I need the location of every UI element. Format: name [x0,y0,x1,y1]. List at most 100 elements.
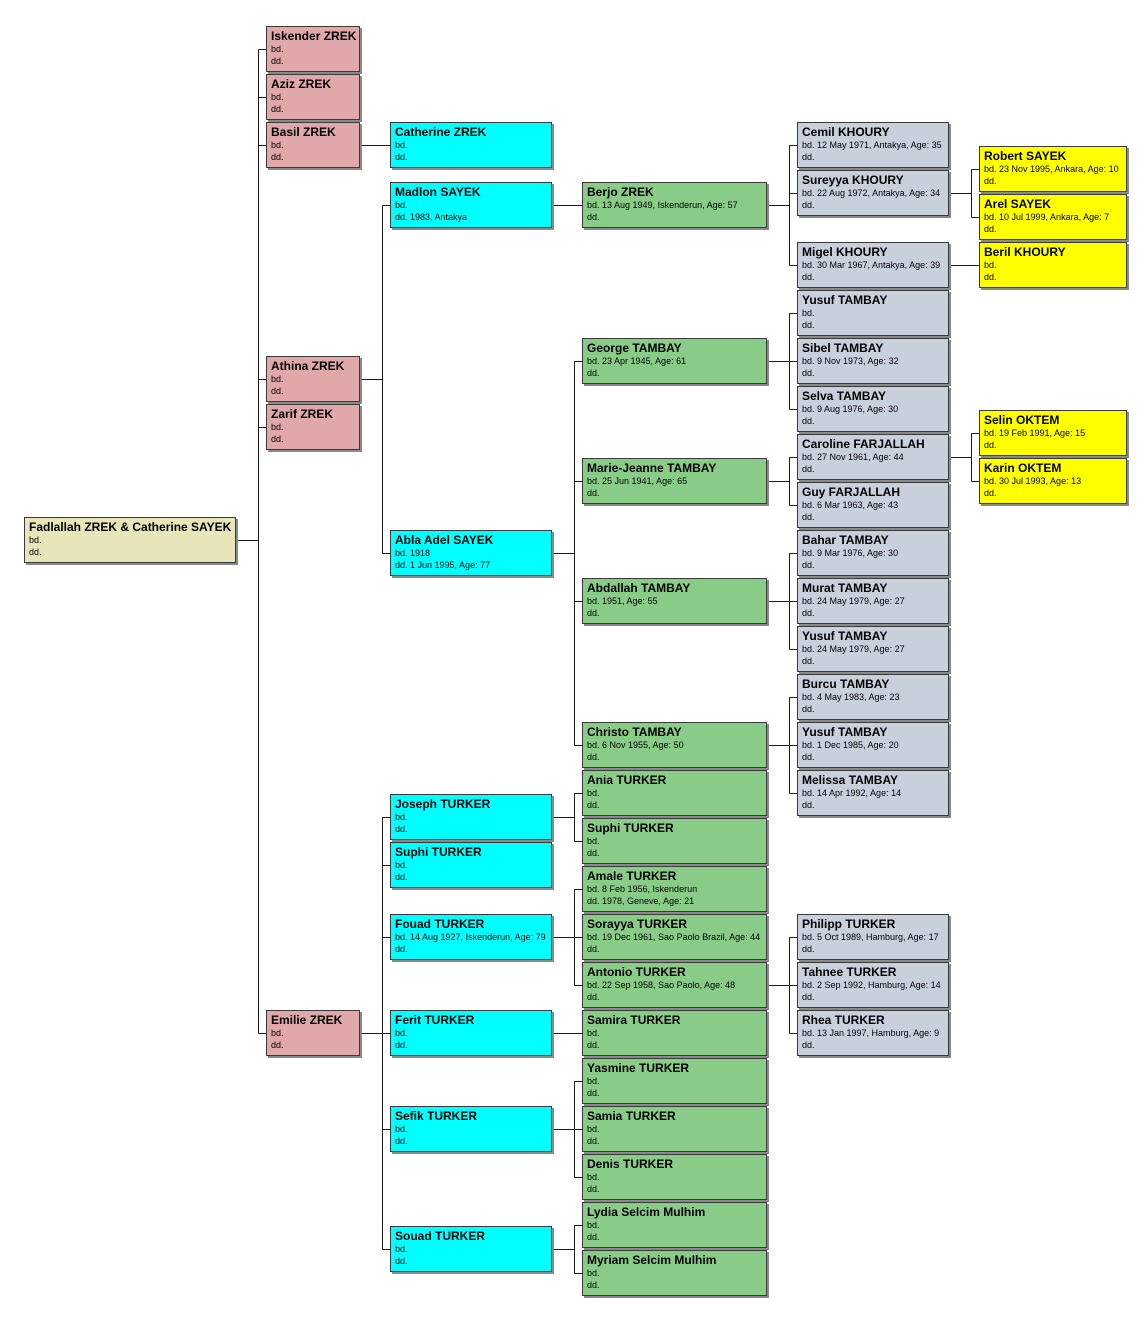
person-name: Souad TURKER [395,1229,485,1243]
death-date: dd. [984,224,997,234]
birth-date: bd. 1918 [395,548,431,558]
person-name: Basil ZREK [271,125,336,139]
death-date: dd. [395,1256,408,1266]
death-date: dd. [802,512,815,522]
death-date: dd. [802,656,815,666]
person-name: Athina ZREK [271,359,345,373]
death-date: dd. [271,386,284,396]
person-name: Berjo ZREK [587,185,654,199]
person-name: Marie-Jeanne TAMBAY [587,461,717,475]
death-date: dd. [395,152,408,162]
death-date: dd. [587,212,600,222]
death-date: dd. [271,104,284,114]
person-name: Robert SAYEK [984,149,1067,163]
birth-date: bd. 9 Mar 1976, Age: 30 [802,548,899,558]
birth-date: bd. [587,1268,600,1278]
birth-date: bd. 12 May 1971, Antakya, Age: 35 [802,140,942,150]
birth-date: bd. 1951, Age: 55 [587,596,658,606]
person-name: Aziz ZREK [271,77,331,91]
birth-date: bd. [587,1124,600,1134]
person-name: Fadlallah ZREK & Catherine SAYEK [29,520,232,534]
person-name: Yusuf TAMBAY [802,725,888,739]
death-date: dd. [802,320,815,330]
birth-date: bd. [271,92,284,102]
death-date: dd. [587,800,600,810]
death-date: dd. 1983, Antakya [395,212,468,222]
birth-date: bd. 30 Jul 1993, Age: 13 [984,476,1082,486]
birth-date: bd. [395,860,408,870]
death-date: dd. [587,368,600,378]
death-date: dd. [587,1184,600,1194]
birth-date: bd. 8 Feb 1956, Iskenderun [587,884,698,894]
person-name: Karin OKTEM [984,461,1062,475]
death-date: dd. [395,1040,408,1050]
person-name: Rhea TURKER [802,1013,885,1027]
birth-date: bd. [271,44,284,54]
person-name: Caroline FARJALLAH [802,437,925,451]
death-date: dd. [802,608,815,618]
death-date: dd. [984,488,997,498]
person-name: Bahar TAMBAY [802,533,889,547]
death-date: dd. [29,547,42,557]
death-date: dd. [802,992,815,1002]
person-name: Philipp TURKER [802,917,896,931]
birth-date: bd. 27 Nov 1961, Age: 44 [802,452,904,462]
death-date: dd. [984,272,997,282]
person-name: Suphi TURKER [395,845,482,859]
